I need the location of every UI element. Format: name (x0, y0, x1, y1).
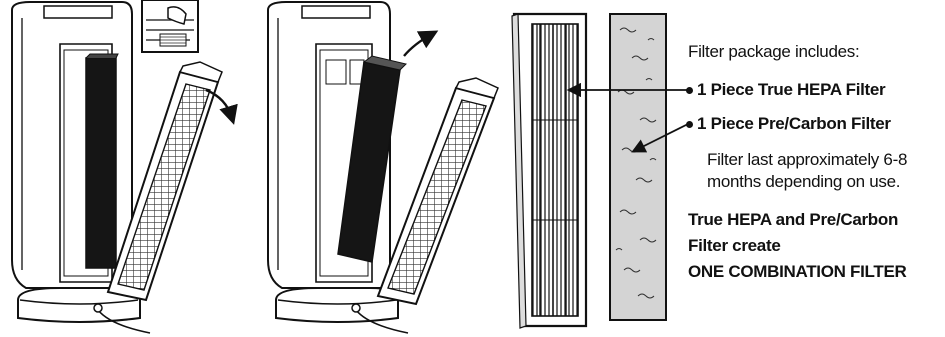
bullet-dot-carbon (686, 121, 693, 128)
carbon-filter-item: 1 Piece Pre/Carbon Filter (697, 114, 891, 134)
filter-life-note-line1: Filter last approximately 6-8 (707, 150, 907, 170)
combo-text-line2: Filter create (688, 236, 780, 256)
carbon-prefilter-icon (610, 14, 666, 320)
hepa-filter-icon (512, 14, 586, 328)
combo-text-line1: True HEPA and Pre/Carbon (688, 210, 898, 230)
package-intro-text: Filter package includes: (688, 42, 859, 62)
purifier-remove-filter-icon (268, 2, 498, 333)
combo-text-line3: ONE COMBINATION FILTER (688, 262, 906, 282)
filter-life-note-line2: months depending on use. (707, 172, 900, 192)
bullet-dot-hepa (686, 87, 693, 94)
purifier-open-door-icon (12, 0, 232, 333)
hepa-filter-item: 1 Piece True HEPA Filter (697, 80, 885, 100)
